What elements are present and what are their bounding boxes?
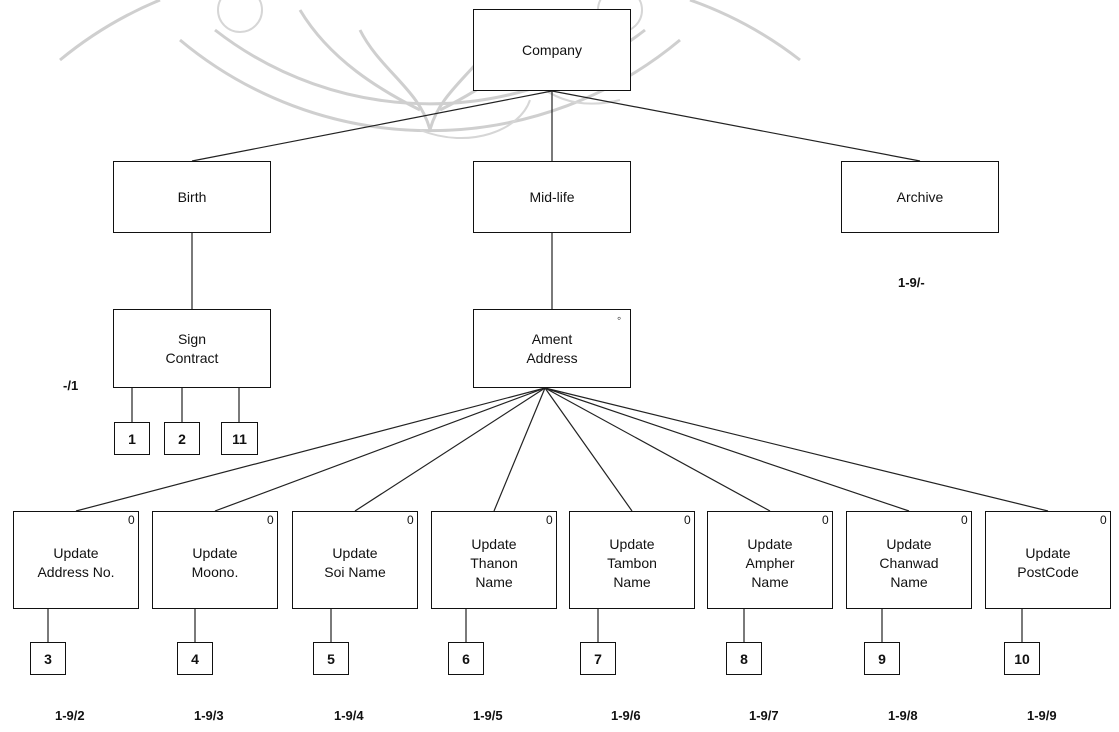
update-marker: 0 bbox=[1100, 513, 1107, 527]
update-box: Update Tambon Name bbox=[569, 511, 695, 609]
update-ref-box: 4 bbox=[177, 642, 213, 675]
selection-marker-icon: ◦ bbox=[617, 311, 622, 325]
sign-contract-ref-2: 2 bbox=[164, 422, 200, 455]
link-ament-update-7 bbox=[544, 387, 910, 512]
update-box: Update Thanon Name bbox=[431, 511, 557, 609]
update-ref-box: 10 bbox=[1004, 642, 1040, 675]
update-marker: 0 bbox=[546, 513, 553, 527]
update-code: 1-9/2 bbox=[55, 708, 85, 723]
sign-contract-ref-11: 11 bbox=[221, 422, 258, 455]
mid-life-box: Mid-life bbox=[473, 161, 631, 233]
link-ament-update-4 bbox=[493, 387, 546, 512]
update-box: Update Moono. bbox=[152, 511, 278, 609]
archive-code: 1-9/- bbox=[898, 275, 925, 290]
company-box: Company bbox=[473, 9, 631, 91]
update-code: 1-9/5 bbox=[473, 708, 503, 723]
archive-box: Archive bbox=[841, 161, 999, 233]
update-code: 1-9/6 bbox=[611, 708, 641, 723]
link-ament-update-6 bbox=[544, 387, 771, 512]
link-ament-update-5 bbox=[544, 387, 633, 512]
update-box: Update Chanwad Name bbox=[846, 511, 972, 609]
link-ament-update-3 bbox=[354, 387, 546, 512]
update-code: 1-9/7 bbox=[749, 708, 779, 723]
link-ament-update-2 bbox=[214, 387, 546, 512]
link-company-archive bbox=[551, 90, 921, 162]
update-code: 1-9/4 bbox=[334, 708, 364, 723]
update-code: 1-9/3 bbox=[194, 708, 224, 723]
update-marker: 0 bbox=[961, 513, 968, 527]
ament-address-box: Ament Address bbox=[473, 309, 631, 388]
update-ref-box: 5 bbox=[313, 642, 349, 675]
update-marker: 0 bbox=[407, 513, 414, 527]
update-code: 1-9/9 bbox=[1027, 708, 1057, 723]
update-ref-box: 8 bbox=[726, 642, 762, 675]
update-marker: 0 bbox=[684, 513, 691, 527]
update-ref-box: 6 bbox=[448, 642, 484, 675]
update-box: Update Address No. bbox=[13, 511, 139, 609]
update-box: Update Ampher Name bbox=[707, 511, 833, 609]
link-ament-update-1 bbox=[75, 387, 546, 512]
update-box: Update Soi Name bbox=[292, 511, 418, 609]
link-ament-update-8 bbox=[544, 387, 1049, 512]
update-code: 1-9/8 bbox=[888, 708, 918, 723]
update-ref-box: 9 bbox=[864, 642, 900, 675]
sign-contract-ref-1: 1 bbox=[114, 422, 150, 455]
update-ref-box: 7 bbox=[580, 642, 616, 675]
link-company-birth bbox=[191, 90, 553, 162]
sign-contract-box: Sign Contract bbox=[113, 309, 271, 388]
update-ref-box: 3 bbox=[30, 642, 66, 675]
update-box: Update PostCode bbox=[985, 511, 1111, 609]
sign-contract-code: -/1 bbox=[63, 378, 79, 393]
birth-box: Birth bbox=[113, 161, 271, 233]
update-marker: 0 bbox=[128, 513, 135, 527]
update-marker: 0 bbox=[822, 513, 829, 527]
update-marker: 0 bbox=[267, 513, 274, 527]
